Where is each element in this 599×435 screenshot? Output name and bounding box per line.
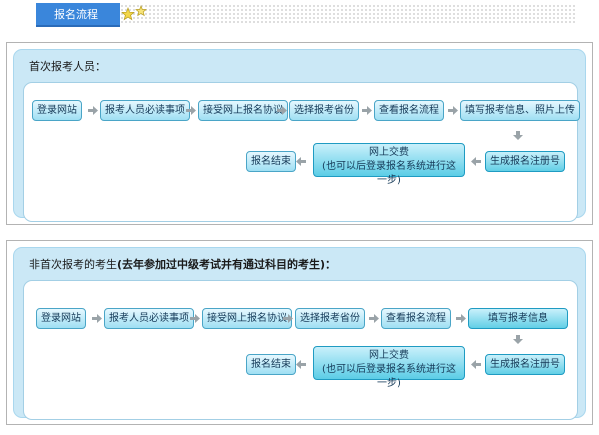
arrow-right-icon bbox=[92, 314, 102, 323]
header-dotted-bar bbox=[120, 4, 576, 24]
arrow-right-icon bbox=[456, 314, 466, 323]
process-flow: 登录网站 报考人员必读事项 接受网上报名协议 选择报考省份 查看报名流程 填写报… bbox=[23, 82, 580, 222]
section-title-bold: (去年参加过中级考试并有通过科目的考生)： bbox=[117, 258, 337, 271]
returning-applicants-panel: 非首次报考的考生(去年参加过中级考试并有通过科目的考生)： 登录网站 报考人员必… bbox=[6, 240, 593, 425]
first-time-section: 首次报考人员： 登录网站 报考人员必读事项 接受网上报名协议 选择报考省份 查看… bbox=[13, 49, 586, 222]
arrow-left-icon bbox=[296, 360, 306, 369]
step-accept-agreement[interactable]: 接受网上报名协议 bbox=[202, 308, 292, 329]
step-generate-registration-number[interactable]: 生成报名注册号 bbox=[485, 354, 565, 375]
step-login-website[interactable]: 登录网站 bbox=[32, 100, 82, 121]
step-accept-agreement[interactable]: 接受网上报名协议 bbox=[198, 100, 288, 121]
arrow-right-icon bbox=[448, 106, 458, 115]
arrow-right-icon bbox=[283, 314, 293, 323]
arrow-left-icon bbox=[471, 360, 481, 369]
step-login-website[interactable]: 登录网站 bbox=[36, 308, 86, 329]
payment-note: (也可以后登录报名系统进行这一步) bbox=[322, 364, 456, 389]
arrow-down-icon bbox=[513, 131, 523, 140]
arrow-right-icon bbox=[88, 106, 98, 115]
step-registration-end[interactable]: 报名结束 bbox=[246, 354, 296, 375]
arrow-right-icon bbox=[186, 106, 196, 115]
step-online-payment[interactable]: 网上交费 (也可以后登录报名系统进行这一步) bbox=[313, 143, 465, 186]
payment-label: 网上交费 bbox=[369, 350, 409, 361]
section-title: 首次报考人员： bbox=[29, 60, 106, 73]
tab-registration-process[interactable]: 报名流程 bbox=[36, 3, 120, 27]
step-read-notice[interactable]: 报考人员必读事项 bbox=[100, 100, 190, 121]
arrow-right-icon bbox=[190, 314, 200, 323]
step-online-payment[interactable]: 网上交费 (也可以后登录报名系统进行这一步) bbox=[313, 346, 465, 389]
arrow-down-icon bbox=[513, 335, 523, 344]
first-time-applicants-panel: 首次报考人员： 登录网站 报考人员必读事项 接受网上报名协议 选择报考省份 查看… bbox=[6, 42, 593, 225]
step-generate-registration-number[interactable]: 生成报名注册号 bbox=[485, 151, 565, 172]
step-fill-info-upload-photo[interactable]: 填写报考信息、照片上传 bbox=[460, 100, 580, 121]
arrow-left-icon bbox=[471, 157, 481, 166]
arrow-left-icon bbox=[296, 157, 306, 166]
step-select-province[interactable]: 选择报考省份 bbox=[289, 100, 359, 121]
step-view-process[interactable]: 查看报名流程 bbox=[381, 308, 451, 329]
arrow-right-icon bbox=[362, 106, 372, 115]
payment-label: 网上交费 bbox=[369, 147, 409, 158]
step-select-province[interactable]: 选择报考省份 bbox=[295, 308, 365, 329]
section-title-normal: 非首次报考的考生 bbox=[29, 258, 117, 271]
section-title: 非首次报考的考生(去年参加过中级考试并有通过科目的考生)： bbox=[29, 256, 336, 272]
step-view-process[interactable]: 查看报名流程 bbox=[374, 100, 444, 121]
step-fill-info[interactable]: 填写报考信息 bbox=[468, 308, 568, 329]
step-registration-end[interactable]: 报名结束 bbox=[246, 151, 296, 172]
step-read-notice[interactable]: 报考人员必读事项 bbox=[104, 308, 194, 329]
star-icon bbox=[121, 5, 147, 21]
payment-note: (也可以后登录报名系统进行这一步) bbox=[322, 161, 456, 186]
process-flow: 登录网站 报考人员必读事项 接受网上报名协议 选择报考省份 查看报名流程 填写报… bbox=[23, 280, 578, 420]
returning-section: 非首次报考的考生(去年参加过中级考试并有通过科目的考生)： 登录网站 报考人员必… bbox=[13, 247, 586, 420]
arrow-right-icon bbox=[369, 314, 379, 323]
arrow-right-icon bbox=[277, 106, 287, 115]
